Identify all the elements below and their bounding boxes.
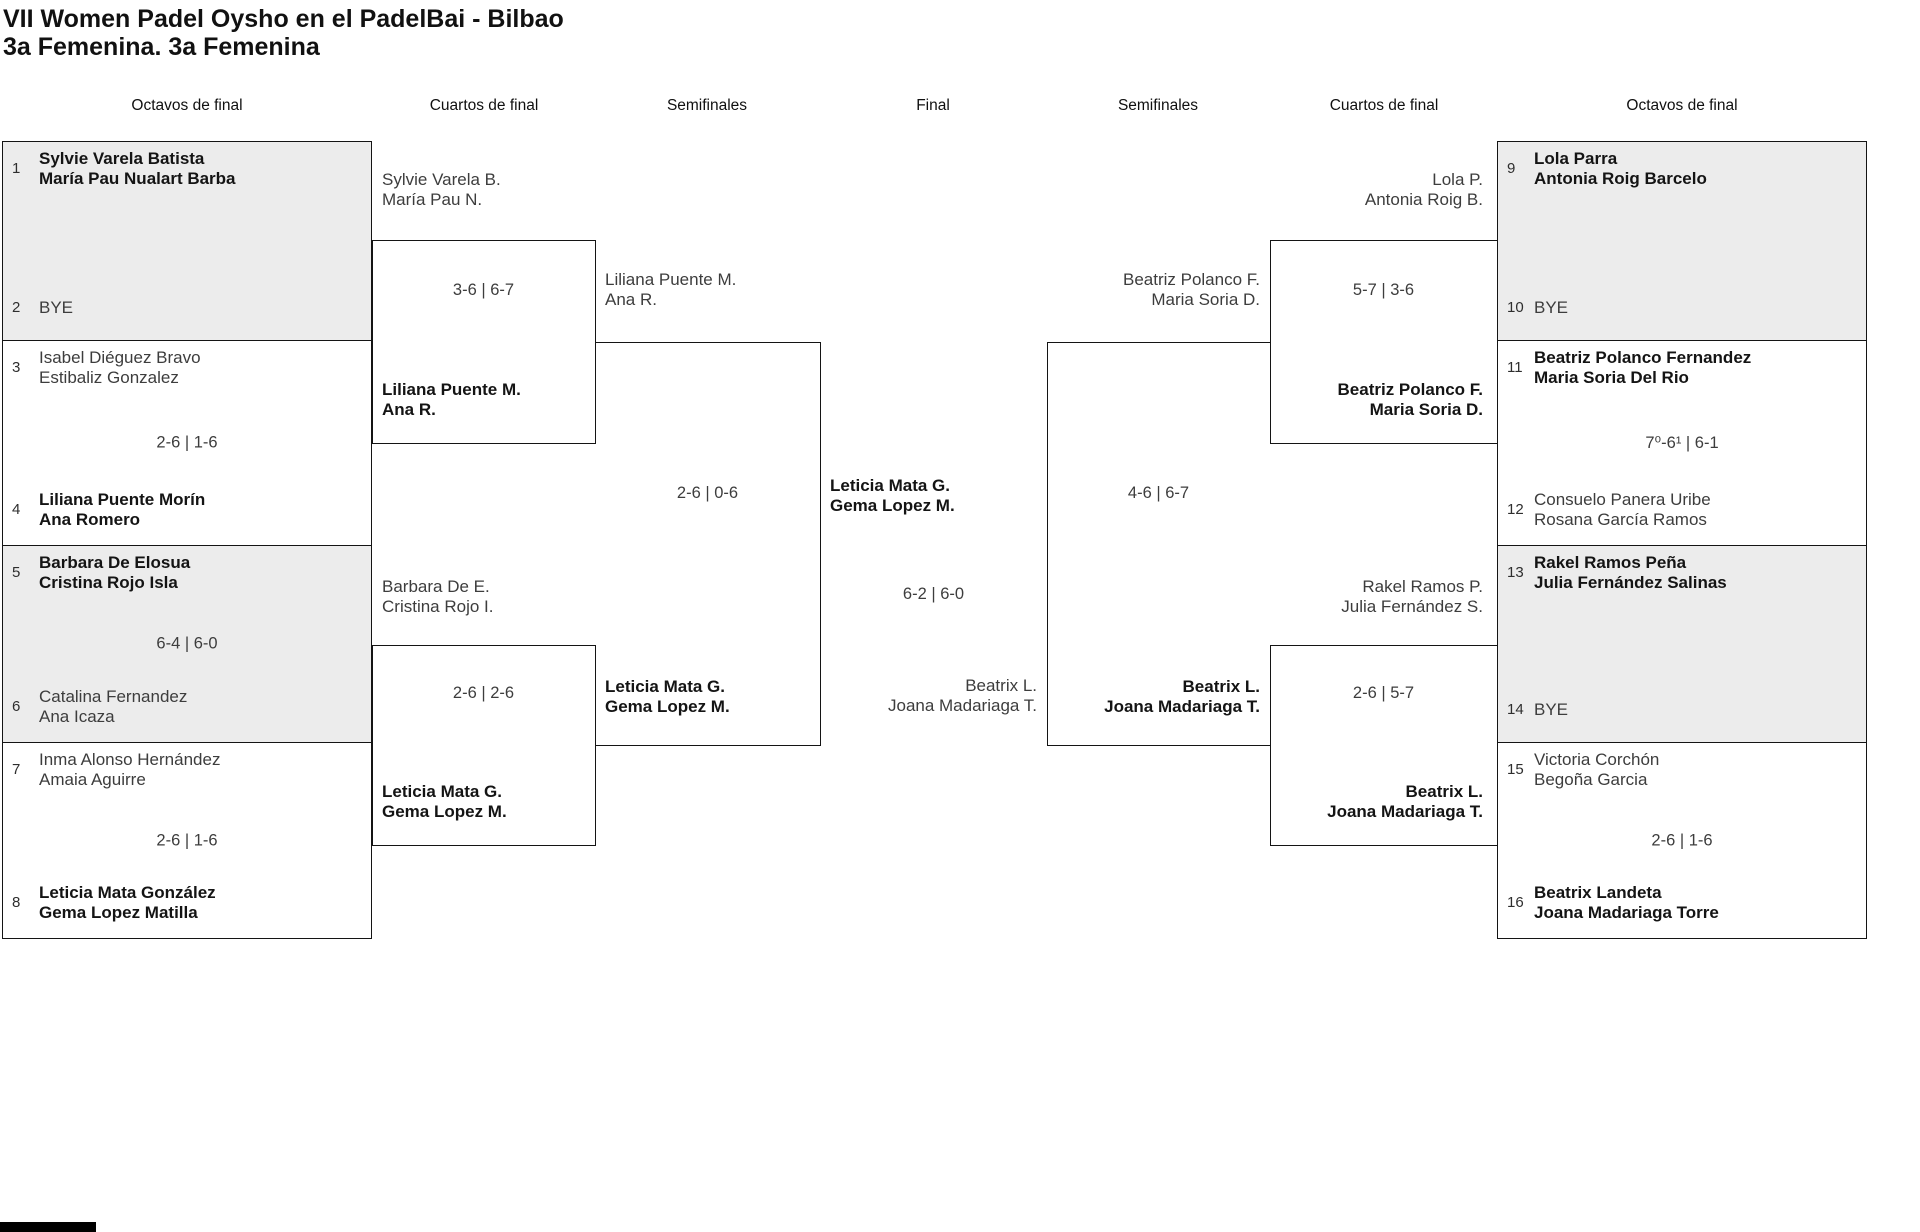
match-score: 7⁰-6¹ | 6-1 <box>1645 434 1719 452</box>
seed-number: 7 <box>12 761 21 778</box>
seed-number: 15 <box>1507 761 1524 778</box>
team-name: Barbara De E.Cristina Rojo I. <box>382 577 494 616</box>
match-score: 2-6 | 5-7 <box>1352 684 1415 702</box>
match-box-semi-left[interactable] <box>595 342 821 746</box>
seed-number: 1 <box>12 160 21 177</box>
match-score: 2-6 | 1-6 <box>156 433 218 452</box>
team-name: Liliana Puente M.Ana R. <box>605 270 737 309</box>
team-name: Beatriz Polanco F.Maria Soria D. <box>1337 380 1483 419</box>
seed-number: 3 <box>12 359 21 376</box>
team-name: BYE <box>39 297 74 317</box>
round-header-octavos-left: Octavos de final <box>131 97 243 114</box>
match-box-semi-right[interactable] <box>1047 342 1271 746</box>
match-score: 2-6 | 2-6 <box>452 684 515 702</box>
seed-number: 8 <box>12 894 21 911</box>
match-box-cuartos-right-2[interactable] <box>1270 645 1498 846</box>
seed-number: 12 <box>1507 501 1524 518</box>
round-header-cuartos-left: Cuartos de final <box>429 97 539 114</box>
seed-number: 16 <box>1507 894 1524 911</box>
team-name: Sylvie Varela B.María Pau N. <box>382 170 501 209</box>
team-name: BYE <box>1534 297 1569 317</box>
team-name: Leticia Mata G.Gema Lopez M. <box>382 782 507 821</box>
seed-number: 10 <box>1507 298 1524 316</box>
team-name: Beatriz Polanco F.Maria Soria D. <box>1122 270 1260 309</box>
seed-number: 13 <box>1507 564 1524 581</box>
seed-number: 5 <box>12 564 21 581</box>
page-title: VII Women Padel Oysho en el PadelBai - B… <box>3 5 564 33</box>
page-subtitle: 3a Femenina. 3a Femenina <box>3 33 320 61</box>
team-name: BYE <box>1534 699 1569 719</box>
round-header-semis-left: Semifinales <box>666 97 748 114</box>
round-header-octavos-right: Octavos de final <box>1626 97 1738 114</box>
round-header-final: Final <box>916 97 950 114</box>
round-header-semis-right: Semifinales <box>1117 97 1199 114</box>
match-score: 4-6 | 6-7 <box>1127 484 1190 502</box>
match-score: 6-2 | 6-0 <box>902 585 965 603</box>
bottom-left-black-bar <box>0 1222 96 1232</box>
match-score: 5-7 | 3-6 <box>1352 281 1415 299</box>
match-score: 6-4 | 6-0 <box>156 634 218 653</box>
team-name: Lola P.Antonia Roig B. <box>1364 170 1483 209</box>
match-score: 2-6 | 0-6 <box>676 484 739 502</box>
match-score: 2-6 | 1-6 <box>1651 831 1713 849</box>
team-name: Leticia Mata G.Gema Lopez M. <box>830 476 955 515</box>
round-header-cuartos-right: Cuartos de final <box>1329 97 1439 114</box>
team-name: Liliana Puente M.Ana R. <box>382 380 521 419</box>
seed-number: 9 <box>1507 160 1516 177</box>
team-name: Beatrix L.Joana Madariaga T. <box>1104 677 1260 716</box>
team-name: Beatrix L.Joana Madariaga T. <box>1327 782 1483 821</box>
match-box-cuartos-right-1[interactable] <box>1270 240 1498 444</box>
bracket-entry: 2 BYE <box>3 298 363 318</box>
seed-number: 4 <box>12 501 21 518</box>
team-name: Beatrix L.Joana Madariaga T. <box>887 676 1037 715</box>
team-name: Rakel Ramos P.Julia Fernández S. <box>1341 577 1483 616</box>
seed-number: 2 <box>12 298 21 316</box>
team-name: Leticia Mata G.Gema Lopez M. <box>605 677 730 716</box>
seed-number: 11 <box>1507 359 1523 376</box>
bracket-entry: 10 BYE <box>1498 298 1858 318</box>
seed-number: 14 <box>1507 700 1524 718</box>
match-score: 3-6 | 6-7 <box>452 281 515 299</box>
match-score: 2-6 | 1-6 <box>156 831 218 849</box>
seed-number: 6 <box>12 698 21 715</box>
bracket-entry: 14 BYE <box>1498 700 1858 720</box>
